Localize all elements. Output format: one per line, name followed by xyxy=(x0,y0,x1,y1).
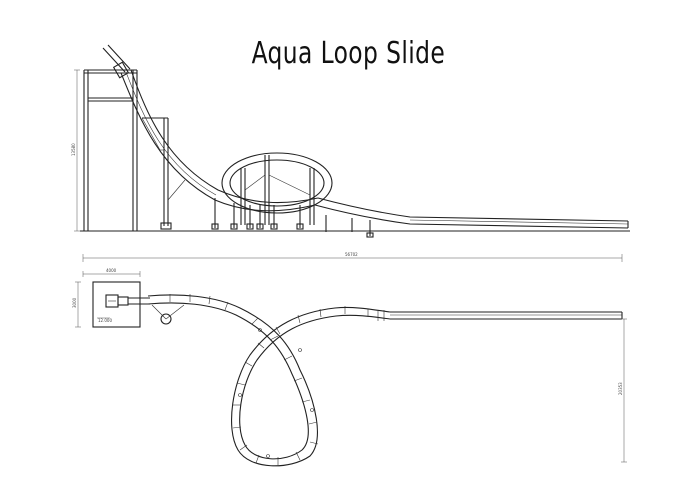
descent-chute xyxy=(120,69,319,212)
platform-width-label: 4000 xyxy=(106,268,117,273)
loop-span-dimension: 20353 xyxy=(618,318,627,463)
plan-view: 56702 4000 3000 12.000 xyxy=(72,252,627,467)
overall-length-label: 56702 xyxy=(345,252,358,257)
drawing-title: Aqua Loop Slide xyxy=(251,36,446,71)
tower-frame xyxy=(83,69,138,231)
tower-height-dimension: 13580 xyxy=(71,69,80,232)
track-segments xyxy=(169,294,369,465)
platform-elevation-label: 12.000 xyxy=(98,318,112,323)
loop-track-plan xyxy=(147,294,391,467)
platform-depth-label: 3000 xyxy=(72,297,77,308)
vertical-loop xyxy=(221,152,333,225)
loop-span-label: 20353 xyxy=(618,382,623,395)
elevation-view: 13580 xyxy=(71,44,630,238)
overall-length-dimension: 56702 xyxy=(82,252,623,262)
tower-height-label: 13580 xyxy=(71,143,76,156)
entry-chute-plan xyxy=(128,297,185,325)
run-out-plan xyxy=(377,310,623,321)
run-out-elevation xyxy=(314,197,629,229)
start-tube xyxy=(102,44,131,79)
support-column-marker xyxy=(160,313,172,325)
support-posts xyxy=(211,198,374,238)
platform-depth-dimension: 3000 xyxy=(72,281,81,328)
platform-width-dimension: 4000 xyxy=(82,268,141,277)
support-tower xyxy=(141,117,186,230)
support-markers xyxy=(238,328,314,458)
